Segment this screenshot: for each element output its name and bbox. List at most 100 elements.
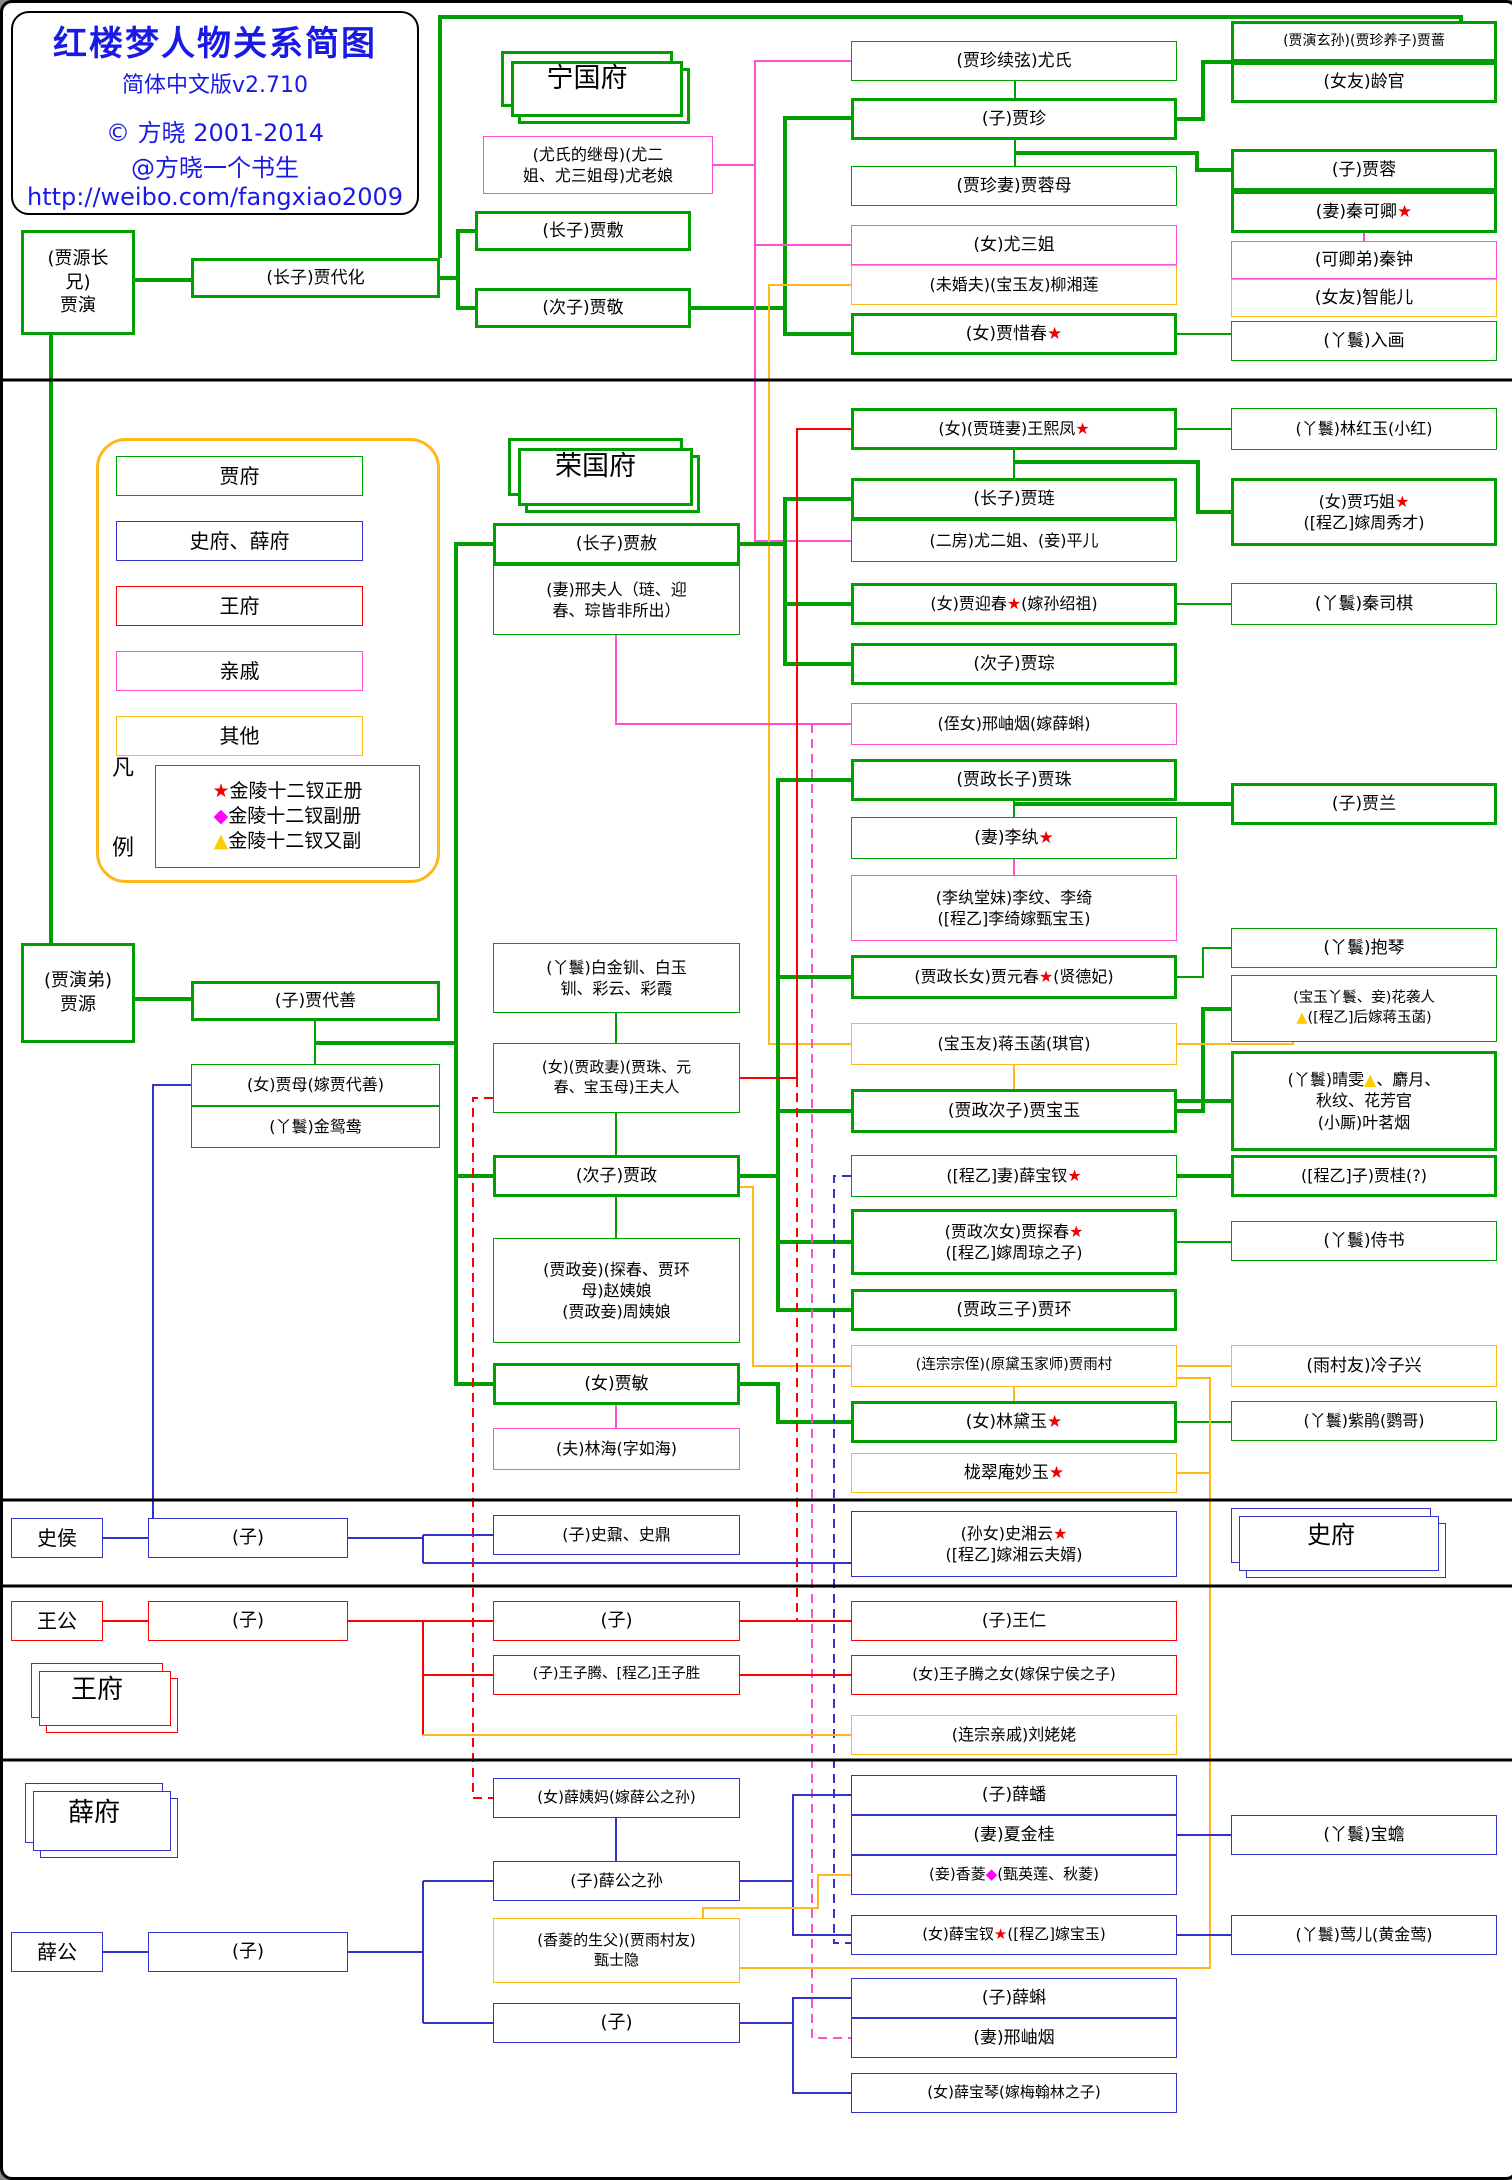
star-icon: ★ [1067, 1166, 1082, 1186]
box-qin-siqi: (丫鬟)秦司棋 [1231, 583, 1497, 625]
box-qin-keqing: (妻)秦可卿★ [1231, 191, 1497, 233]
edge-shi [152, 1084, 191, 1538]
box-jia-gui: ([程乙]子)贾桂(?) [1231, 1155, 1497, 1197]
edge-shi [792, 1794, 851, 1936]
box-zhineng-er: (女友)智能儿 [1231, 279, 1497, 317]
box-ning-header: 宁国府 [501, 51, 690, 124]
edge-qita [1177, 1042, 1294, 1045]
star-icon: ★ [1397, 201, 1413, 222]
edge-jia [776, 778, 851, 1312]
edge-jia [1177, 947, 1231, 978]
box-xing-xiuyan-wife: (妻)邢岫烟 [851, 2018, 1177, 2058]
star-icon: ★ [1047, 323, 1063, 344]
box-zhao-yiniang: (贾政妾)(探春、贾环母)赵姨娘(贾政妾)周姨娘 [493, 1238, 740, 1343]
box-lin-hai: (夫)林海(字如海) [493, 1428, 740, 1470]
edge-jia [740, 1382, 851, 1424]
box-liu-laolao: (连宗亲戚)刘姥姥 [851, 1715, 1177, 1755]
edge-shi [792, 1997, 851, 2094]
diamond-icon: ◆ [985, 1865, 998, 1884]
box-lin-daiyu: (女)林黛玉★ [851, 1401, 1177, 1443]
box-jia-rong: (子)贾蓉 [1231, 149, 1497, 191]
box-ying-er: (丫鬟)莺儿(黄金莺) [1231, 1915, 1497, 1955]
star-icon: ★ [1048, 1462, 1065, 1483]
box-shishu: (丫鬟)侍书 [1231, 1221, 1497, 1261]
box-shi-hou: 史侯 [11, 1518, 103, 1558]
edge-wang [472, 1097, 493, 1799]
box-zhen-shiyin: (香菱的生父)(贾雨村友)甄士隐 [493, 1918, 740, 1983]
box-wang-ziteng-nv: (女)王子腾之女(嫁保宁侯之子) [851, 1655, 1177, 1695]
box-jia-qiang: (贾演玄孙)(贾珍养子)贾蔷 [1231, 21, 1497, 62]
title-box: 红楼梦人物关系简图 简体中文版v2.710 © 方晓 2001-2014 @方晓… [11, 11, 419, 215]
weibo-url[interactable]: http://weibo.com/fangxiao2009 [27, 182, 403, 211]
box-you-shi: (贾珍续弦)尤氏 [851, 41, 1177, 81]
box-rong-header: 荣国府 [508, 438, 700, 513]
edge-jia [1014, 460, 1231, 514]
box-hua-xiren: (宝玉丫鬟、妾)花袭人▲([程乙]后嫁蒋玉菡) [1231, 975, 1497, 1042]
edge-qin [754, 60, 851, 542]
edge-wang [740, 1078, 798, 1622]
box-wang-gong: 王公 [11, 1601, 103, 1641]
box-jia-cong: (次子)贾琮 [851, 643, 1177, 685]
star-icon: ★ [1069, 1221, 1084, 1241]
box-xia-jingui: (妻)夏金桂 [851, 1815, 1177, 1855]
box-shi-nai-shi-ding: (子)史鼐、史鼎 [493, 1515, 740, 1555]
box-jia-daishan: (子)贾代善 [191, 981, 440, 1021]
box-jia-zheng: (次子)贾政 [493, 1155, 740, 1197]
edge-jia [1177, 60, 1231, 121]
triangle-icon: ▲ [213, 830, 229, 853]
star-icon: ★ [1006, 594, 1022, 614]
triangle-icon: ▲ [1364, 1070, 1377, 1090]
edge-jia [1015, 151, 1231, 172]
box-xue-pan: (子)薛蟠 [851, 1775, 1177, 1815]
box-xiang-ling: (妾)香菱◆(甄英莲、秋菱) [851, 1855, 1177, 1895]
star-icon: ★ [1047, 1411, 1063, 1432]
box-xue-yima: (女)薛姨妈(嫁薛公之孙) [493, 1778, 740, 1818]
box-bai-jinchuan: (丫鬟)白金钏、白玉钏、彩云、彩霞 [493, 943, 740, 1013]
box-jia-mu: (女)贾母(嫁贾代善) [191, 1064, 440, 1106]
star-icon: ★ [1395, 491, 1410, 511]
edge-jia [783, 497, 851, 666]
star-icon: ★ [1075, 419, 1090, 439]
edge-qita [768, 284, 851, 1045]
box-xue-baochai-chengyi: ([程乙]妻)薛宝钗★ [851, 1155, 1177, 1197]
edge-jia [456, 229, 475, 310]
box-xuefu-header: 薛府 [25, 1783, 178, 1858]
copyright: © 方晓 2001-2014 [105, 118, 325, 147]
box-shifu-header: 史府 [1231, 1508, 1446, 1578]
edge-qin [615, 635, 851, 725]
box-jia-yuanchun: (贾政长女)贾元春★(贤德妃) [851, 955, 1177, 999]
box-bao-qin-maid: (丫鬟)抱琴 [1231, 928, 1497, 968]
box-xue-zi-b: (子) [148, 1932, 348, 1972]
box-xing-xiuyan: (侄女)邢岫烟(嫁薛蝌) [851, 703, 1177, 745]
box-li-wen-li-qi: (李纨堂妹)李纹、李绮([程乙]李绮嫁甄宝玉) [851, 875, 1177, 941]
box-legend-li: 例 [111, 836, 134, 862]
box-ru-hua: (丫鬟)入画 [1231, 321, 1497, 361]
box-jiarong-mu: (贾珍妻)贾蓉母 [851, 166, 1177, 206]
box-wang-zi-b: (子) [148, 1601, 348, 1641]
box-lin-hongyu: (丫鬟)林红玉(小红) [1231, 408, 1497, 450]
box-jia-yuan: (贾演弟)贾源 [21, 943, 135, 1043]
box-legend-qinqi: 亲戚 [116, 651, 363, 691]
star-icon: ★ [1038, 967, 1054, 987]
edge-qin [811, 724, 851, 2039]
box-jia-daihua: (长子)贾代化 [191, 258, 440, 298]
box-miaoyu: 栊翠庵妙玉★ [851, 1453, 1177, 1493]
box-jia-yan: (贾源长兄)贾演 [21, 230, 135, 335]
box-xue-baoqin: (女)薛宝琴(嫁梅翰林之子) [851, 2073, 1177, 2113]
box-wangfu-header: 王府 [31, 1663, 178, 1733]
box-jia-min: (女)贾敏 [493, 1363, 740, 1405]
box-you-sanjie: (女)尤三姐 [851, 225, 1177, 265]
box-qin-zhong: (可卿弟)秦钟 [1231, 241, 1497, 279]
box-jia-she: (长子)贾赦 [493, 523, 740, 565]
edge-wang [796, 428, 851, 1078]
box-liu-xianglian: (未婚夫)(宝玉友)柳湘莲 [851, 265, 1177, 305]
box-jia-zhu: (贾政长子)贾珠 [851, 759, 1177, 801]
box-leng-zixing: (雨村友)冷子兴 [1231, 1345, 1497, 1387]
star-icon: ★ [212, 779, 230, 802]
author-handle: @方晓一个书生 [131, 153, 299, 182]
box-xue-gongsun: (子)薛公之孙 [493, 1861, 740, 1901]
box-shi-zi: (子) [148, 1518, 348, 1558]
box-zijuan: (丫鬟)紫鹃(鹦哥) [1231, 1401, 1497, 1441]
edge-qita [702, 1874, 851, 1918]
